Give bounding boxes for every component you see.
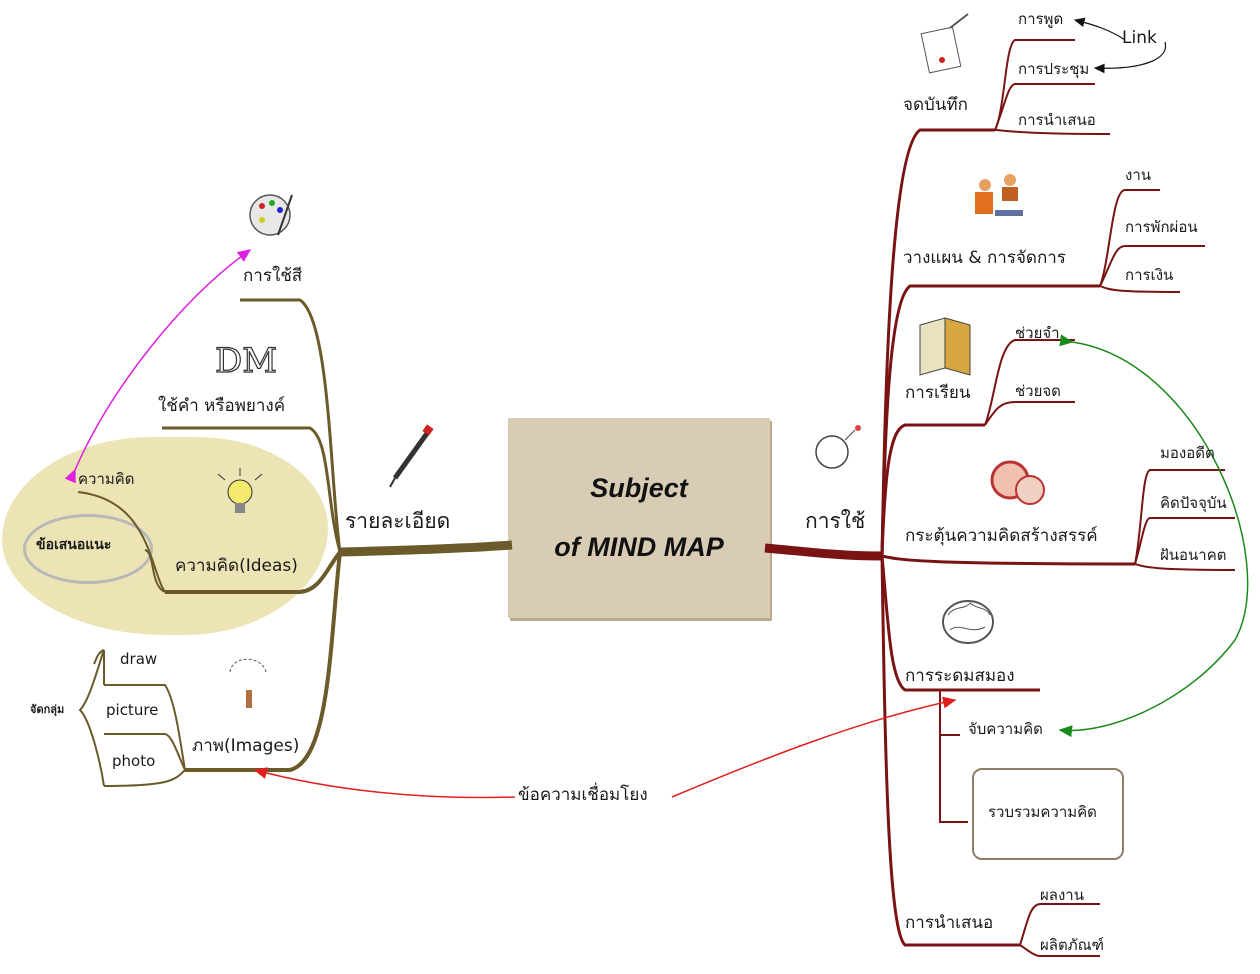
branch-ideas-label[interactable]: ความคิด(Ideas) [175,556,298,576]
notes-sub-speech[interactable]: การพูด [1018,10,1064,28]
red-link-arrow-right [671,696,957,798]
brainstorm-sub-catch[interactable]: จับความคิด [968,720,1043,738]
central-topic[interactable]: Subject of MIND MAP [508,418,770,618]
palette-icon [249,194,293,236]
faces-icon [990,460,1045,505]
creative-label[interactable]: กระตุ้นความคิดสร้างสรรค์ [905,526,1098,546]
brainstorm-label[interactable]: การระดมสมอง [905,666,1015,686]
image-sub-photo[interactable]: photo [112,752,156,770]
svg-text:DM: DM [215,341,277,381]
notes-label[interactable]: จดบันทึก [903,95,968,115]
study-label[interactable]: การเรียน [905,383,971,403]
book-icon [919,317,971,376]
creative-sub-future[interactable]: ฝันอนาคต [1160,546,1227,564]
idea-sub-label[interactable]: ความคิด [78,470,135,488]
link-arrow-1 [1073,17,1126,41]
image-sub-picture[interactable]: picture [106,701,159,719]
notepad-icon [920,13,969,74]
planning-sub-work[interactable]: งาน [1125,166,1152,184]
present-sub-product[interactable]: ผลิตภัณฑ์ [1040,936,1104,954]
brainstorm-sub-collect[interactable]: รวบรวมความคิด [988,803,1097,821]
branch-colors-label[interactable]: การใช้สี [243,266,303,286]
words-icon: DM [214,340,277,381]
branch-words-label[interactable]: ใช้คำ หรือพยางค์ [158,396,286,416]
image-sub-draw[interactable]: draw [120,650,158,668]
planning-label[interactable]: วางแผน & การจัดการ [903,248,1066,268]
left-branches [77,298,513,787]
suggestion-label[interactable]: ข้อเสนอแนะ [36,537,112,553]
planning-sub-finance[interactable]: การเงิน [1125,266,1174,284]
present-label[interactable]: การนำเสนอ [905,913,994,933]
left-main-label[interactable]: รายละเอียด [345,509,451,533]
link-label[interactable]: Link [1122,28,1157,48]
creative-sub-past[interactable]: มองอดีต [1160,444,1215,462]
notes-sub-meeting[interactable]: การประชุม [1018,60,1090,78]
notes-sub-presentation[interactable]: การนำเสนอ [1018,111,1096,129]
red-link-arrow-left [253,767,516,799]
right-main-label[interactable]: การใช้ [805,509,866,533]
people-planning-icon [975,174,1023,216]
connector-text[interactable]: ข้อความเชื่อมโยง [518,785,648,805]
present-sub-work[interactable]: ผลงาน [1040,886,1084,904]
pen-icon [389,424,434,488]
right-branches [764,39,1236,957]
central-topic-line1: Subject [590,473,688,503]
lightbulb-icon [217,468,263,513]
planning-sub-rest[interactable]: การพักผ่อน [1125,218,1198,236]
creative-sub-present[interactable]: คิดปัจจุบัน [1160,494,1227,512]
group-label[interactable]: จัดกลุ่ม [30,703,65,716]
study-sub-remember[interactable]: ช่วยจำ [1015,324,1060,342]
brain-icon [942,600,994,644]
tree-drawing-icon [229,658,267,708]
study-sub-note[interactable]: ช่วยจด [1015,382,1061,400]
green-link-arrow [1058,334,1249,738]
central-topic-line2: of MIND MAP [554,532,724,562]
bomb-icon [815,425,861,469]
magenta-link-arrow [64,249,252,484]
collect-ideas-box [972,768,1124,860]
suggestion-oval [23,514,153,584]
branch-images-label[interactable]: ภาพ(Images) [192,736,300,756]
link-arrow-2 [1093,41,1167,74]
